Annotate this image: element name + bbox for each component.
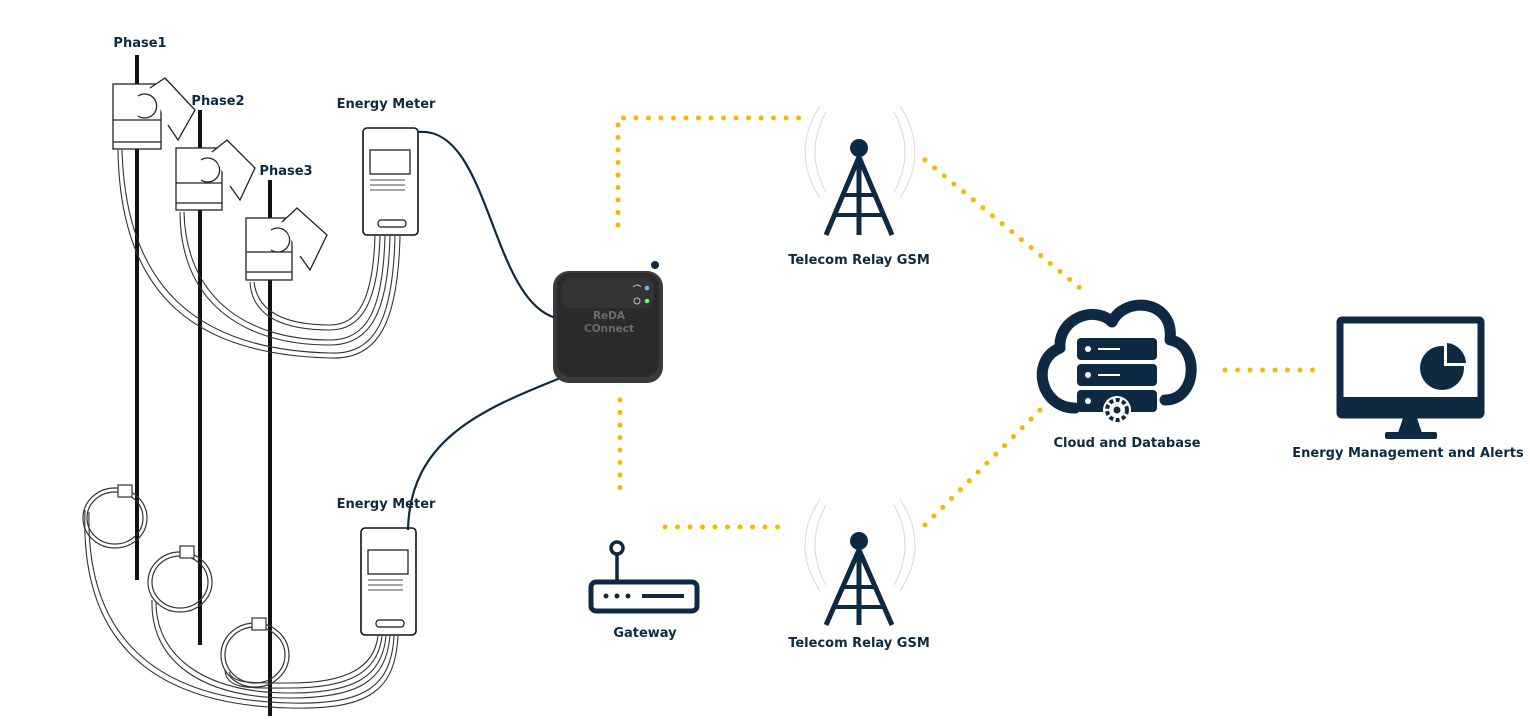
rogowski-coil-icon [147,545,213,613]
phase3-label: Phase3 [259,164,313,179]
rogowski-coil-icon [82,484,148,549]
current-clamp-icon [245,207,328,281]
rogowski-coil-icon [220,617,290,688]
phase2-label: Phase2 [191,94,245,109]
telecom-bottom-label: Telecom Relay GSM [788,636,930,651]
coil-wires-bottom [84,509,399,709]
device-label-line1: ReDA [592,310,626,322]
monitor-pie-chart-icon [1336,316,1485,439]
meter-cable-bottom [406,375,564,531]
energy-meter-icon [362,127,419,236]
clamp-wires-top [117,149,401,359]
current-clamp-icon [112,77,196,150]
cell-tower-icon [804,498,916,627]
dotted-links [615,115,1321,530]
energy-meter-bottom-label: Energy Meter [336,497,436,512]
monitor-label: Energy Management and Alerts [1292,446,1524,461]
cell-tower-icon [804,105,916,236]
gateway-label: Gateway [613,626,677,641]
energy-meter-top-label: Energy Meter [336,97,436,112]
device-label: ReDA COnnect [563,310,655,336]
phase1-label: Phase1 [113,36,167,51]
current-clamp-icon [175,139,256,211]
cloud-label: Cloud and Database [1053,436,1201,451]
telecom-top-label: Telecom Relay GSM [788,253,930,268]
device-label-line2: COnnect [584,323,634,335]
meter-cable-top [417,130,557,320]
cloud-database-icon [1036,299,1197,424]
router-icon [588,540,700,614]
energy-meter-icon [360,527,417,636]
gateway-device-icon [553,261,663,383]
